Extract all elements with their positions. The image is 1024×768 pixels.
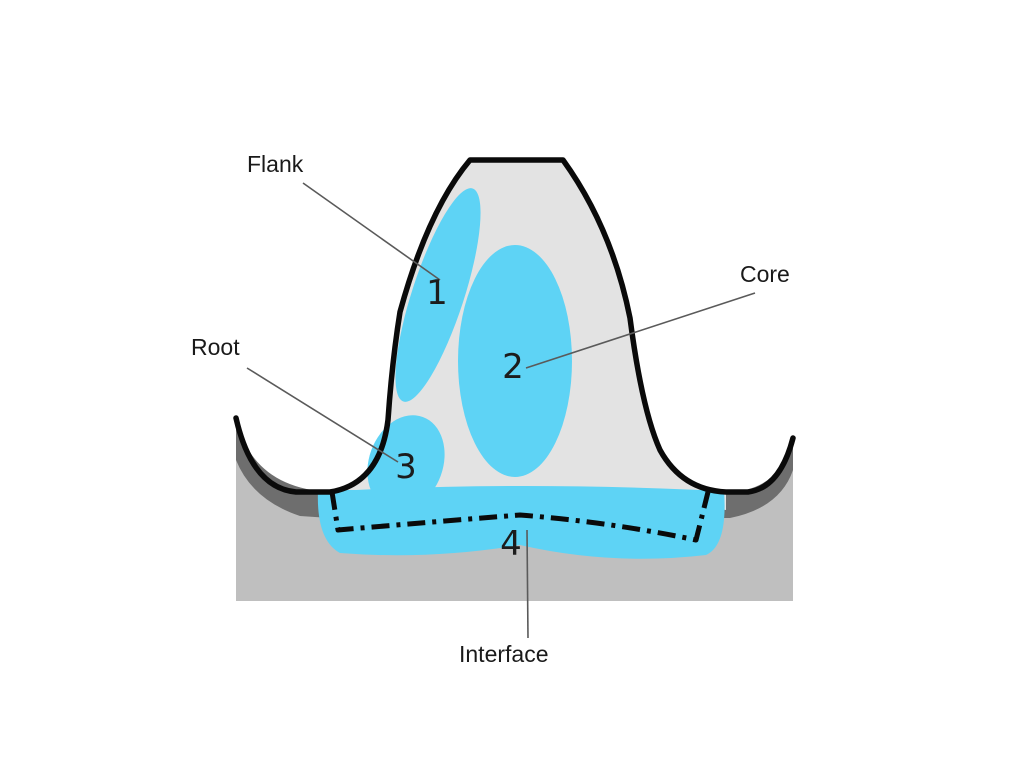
interface-label: Interface bbox=[459, 641, 549, 667]
interface-boundary-line bbox=[329, 491, 711, 543]
flank-label: Flank bbox=[247, 151, 304, 177]
region-2-core bbox=[458, 245, 572, 477]
region-4-interface-band bbox=[317, 486, 725, 559]
root-leader-line bbox=[246, 367, 399, 463]
tooth-outline bbox=[233, 157, 796, 495]
left-background-gap bbox=[236, 300, 388, 492]
region-1-flank bbox=[395, 188, 481, 402]
region-4-number: 4 bbox=[500, 524, 522, 564]
right-fillet-shadow bbox=[704, 438, 793, 518]
region-3-number: 3 bbox=[395, 447, 417, 487]
region-1-number: 1 bbox=[426, 273, 448, 313]
core-label: Core bbox=[740, 261, 790, 287]
right-background-gap bbox=[640, 300, 793, 492]
region-2-number: 2 bbox=[502, 347, 524, 387]
flank-leader-line bbox=[302, 182, 441, 281]
root-label: Root bbox=[191, 334, 240, 360]
interface-leader-line bbox=[526, 529, 529, 639]
core-leader-line bbox=[525, 292, 756, 369]
